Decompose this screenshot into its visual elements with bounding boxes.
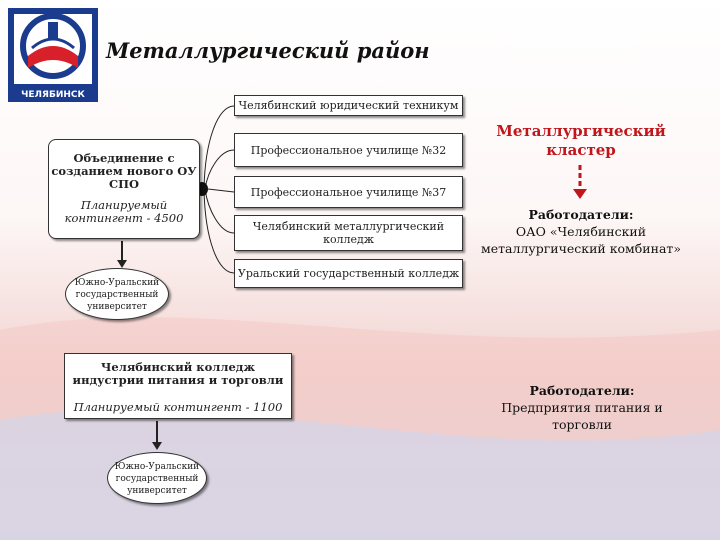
university-oval: Южно-Уральский государственный университ… (107, 452, 207, 504)
page-title: Металлургический район (106, 38, 430, 63)
institution-box: Профессиональное училище №37 (234, 176, 463, 208)
institution-box: Челябинский металлургический колледж (234, 215, 463, 251)
connector-4 (204, 188, 235, 234)
cluster-arrow-head (573, 189, 587, 199)
employers-label: Работодатели: (528, 207, 634, 222)
employers-food: Работодатели: Предприятия питания и торг… (490, 382, 674, 433)
cluster-title: Металлургический кластер (496, 122, 666, 159)
connector-5 (203, 188, 235, 274)
university-oval: Южно-Уральский государственный университ… (65, 268, 169, 320)
food-college-planned: Планируемый контингент - 1100 (73, 400, 283, 414)
arrow-head-1 (117, 260, 127, 268)
employers-metallurgy: Работодатели: ОАО «Челябинский металлург… (478, 206, 684, 257)
employers-text: ОАО «Челябинский металлургический комбин… (481, 224, 681, 256)
connector-1 (203, 105, 235, 190)
logo-text: ЧЕЛЯБИНСК (21, 90, 85, 100)
connector-2 (204, 149, 235, 190)
merger-title: Объединение с созданием нового ОУ СПО (51, 151, 197, 191)
institution-box: Уральский государственный колледж (234, 259, 463, 288)
employers-text: Предприятия питания и торговли (501, 400, 663, 432)
connector-3 (207, 188, 235, 193)
merger-planned: Планируемый контингент - 4500 (64, 198, 184, 225)
chelyabinsk-logo: ЧЕЛЯБИНСК (8, 8, 98, 102)
food-college-title: Челябинский колледж индустрии питания и … (72, 360, 284, 387)
institution-box: Челябинский юридический техникум (234, 95, 463, 116)
institution-box: Профессиональное училище №32 (234, 133, 463, 167)
merger-box: Объединение с созданием нового ОУ СПО Пл… (48, 139, 200, 239)
employers-label: Работодатели: (529, 383, 635, 398)
food-college-box: Челябинский колледж индустрии питания и … (64, 353, 292, 419)
arrow-head-2 (152, 442, 162, 450)
